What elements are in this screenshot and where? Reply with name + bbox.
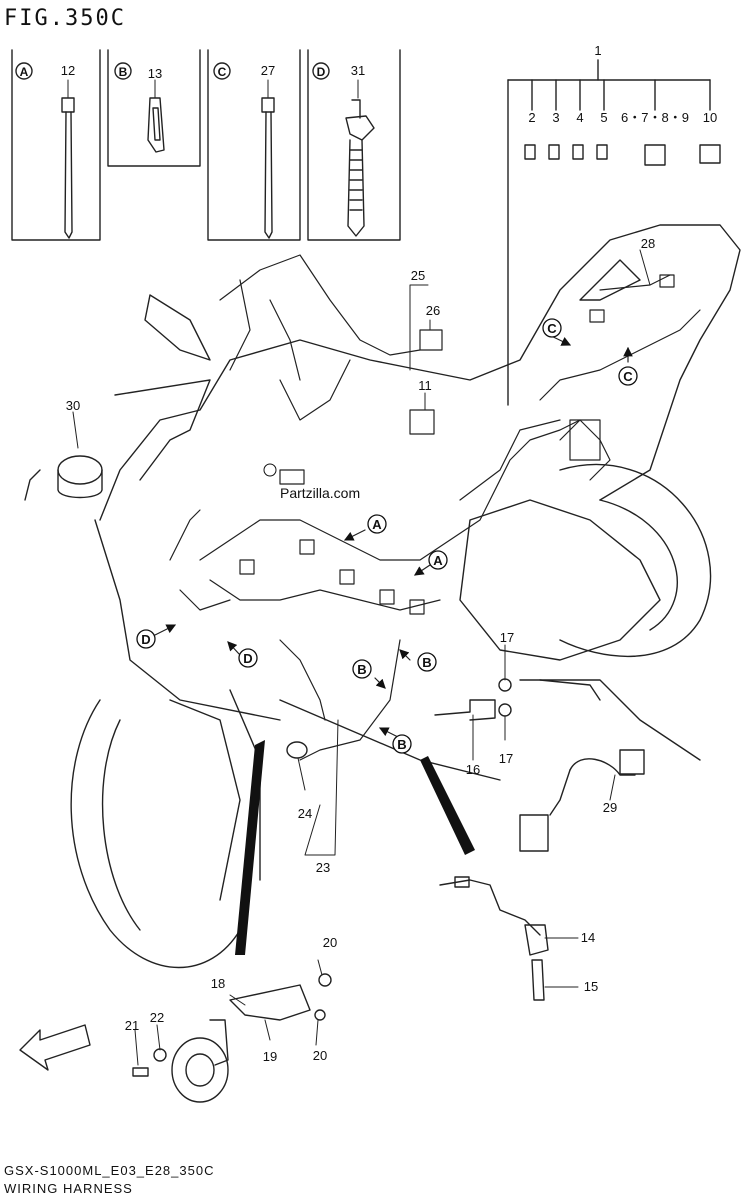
- motorcycle-outline: [70, 224, 741, 969]
- horn-assembly: [132, 973, 332, 1103]
- grommet-part-24: [286, 741, 308, 759]
- callout-3: 3: [552, 110, 559, 125]
- flow-arrows: [154, 332, 633, 739]
- inset-letter-b: B: [119, 65, 128, 79]
- pointer-wedges: [235, 740, 475, 955]
- callout-6-9: 6・7・8・9: [621, 110, 689, 125]
- leader-lines: [67, 79, 651, 1066]
- sensor-part-14: [439, 876, 549, 1001]
- svg-text:B: B: [422, 655, 431, 670]
- callout-18: 18: [211, 976, 225, 991]
- marker-d-2: D: [238, 648, 258, 668]
- callout-24: 24: [298, 806, 312, 821]
- inset-panel-b: [107, 49, 201, 167]
- marker-b-1: B: [352, 659, 372, 679]
- callout-4: 4: [576, 110, 583, 125]
- marker-b-3: B: [392, 734, 412, 754]
- inset-letter-c: C: [218, 65, 227, 79]
- inset-panel-c: [207, 49, 301, 241]
- callout-20a: 20: [323, 935, 337, 950]
- marker-a-2: A: [428, 550, 448, 570]
- svg-text:C: C: [547, 321, 557, 336]
- callout-5: 5: [600, 110, 607, 125]
- callout-17b: 17: [499, 751, 513, 766]
- fwd-label: FWD: [57, 1033, 85, 1052]
- svg-text:A: A: [372, 517, 382, 532]
- sub-harness-part-29: [519, 749, 645, 852]
- callout-29: 29: [603, 800, 617, 815]
- power-socket-part-30: [24, 455, 103, 501]
- marker-b-2: B: [417, 652, 437, 672]
- callout-23: 23: [316, 860, 330, 875]
- callout-13: 13: [148, 66, 162, 81]
- marker-c-1: C: [542, 318, 562, 338]
- svg-text:Partzilla.com: Partzilla.com: [280, 485, 360, 501]
- svg-text:B: B: [397, 737, 406, 752]
- callout-26: 26: [426, 303, 440, 318]
- inset-panel-d: [307, 49, 401, 241]
- callout-31: 31: [351, 63, 365, 78]
- marker-a-1: A: [367, 514, 387, 534]
- callout-22: 22: [150, 1010, 164, 1025]
- figure-title: FIG.350C: [4, 6, 126, 31]
- callout-19: 19: [263, 1049, 277, 1064]
- callout-11: 11: [418, 378, 432, 393]
- fuse-group: [507, 59, 721, 406]
- callout-20b: 20: [313, 1048, 327, 1063]
- bracket-part-16: [434, 678, 512, 721]
- callout-14: 14: [581, 930, 595, 945]
- callout-25: 25: [411, 268, 425, 283]
- callout-17a: 17: [500, 630, 514, 645]
- callout-12: 12: [61, 63, 75, 78]
- wiring-harness: [169, 254, 701, 761]
- marker-c-2: C: [618, 366, 638, 386]
- inset-letter-d: D: [317, 65, 326, 79]
- callout-2: 2: [528, 110, 535, 125]
- callout-27: 27: [261, 63, 275, 78]
- svg-text:B: B: [357, 662, 366, 677]
- callout-10: 10: [703, 110, 717, 125]
- svg-text:A: A: [433, 553, 443, 568]
- marker-d-1: D: [136, 629, 156, 649]
- callout-21: 21: [125, 1018, 139, 1033]
- callout-30: 30: [66, 398, 80, 413]
- callout-15: 15: [584, 979, 598, 994]
- diagram-name: WIRING HARNESS: [4, 1181, 133, 1196]
- diagram-code: GSX-S1000ML_E03_E28_350C: [4, 1163, 215, 1178]
- callout-28: 28: [641, 236, 655, 251]
- fwd-arrow: [19, 1024, 91, 1071]
- svg-text:D: D: [243, 651, 252, 666]
- callout-16: 16: [466, 762, 480, 777]
- svg-text:D: D: [141, 632, 150, 647]
- watermark: Partzilla.com: [263, 463, 360, 501]
- inset-letter-a: A: [20, 65, 29, 79]
- callout-1: 1: [594, 43, 601, 58]
- svg-text:C: C: [623, 369, 633, 384]
